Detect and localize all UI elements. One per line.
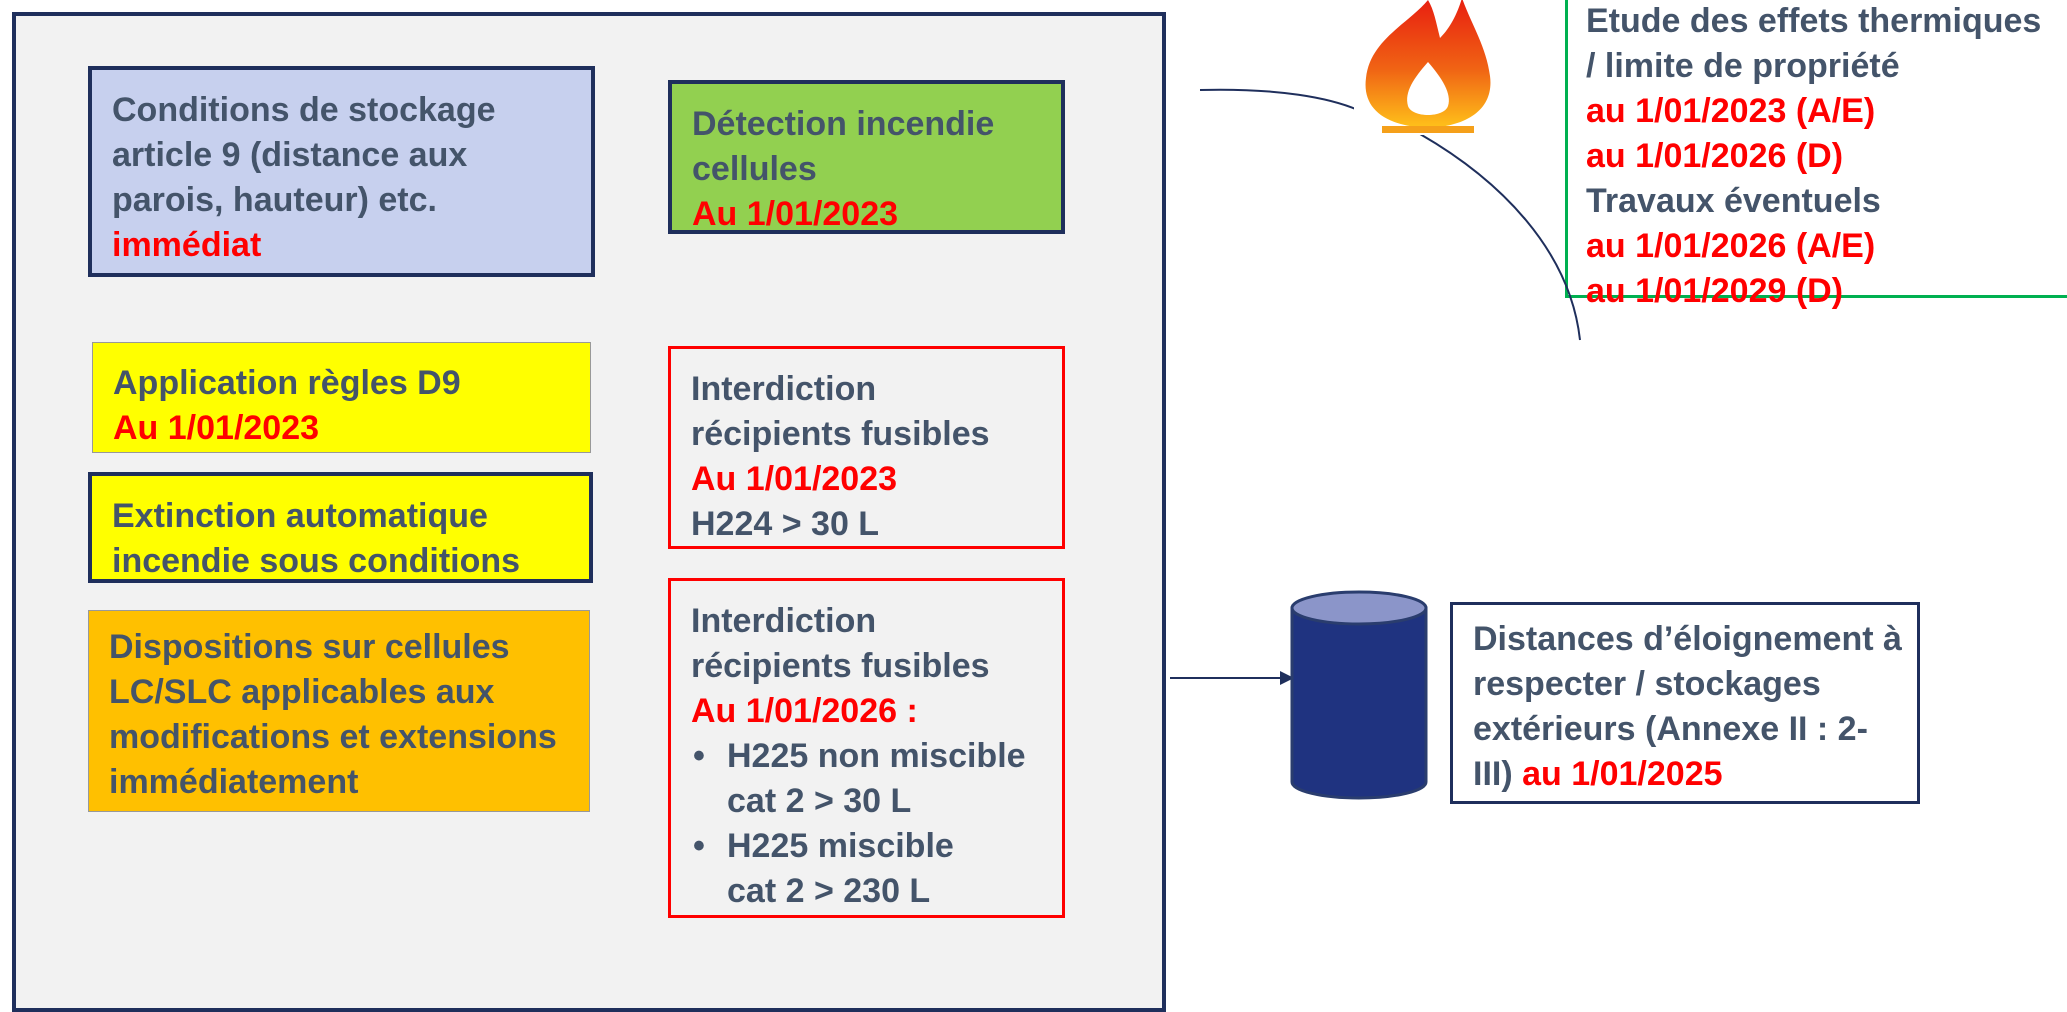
thermal-line-2: / limite de propriété bbox=[1586, 47, 1900, 85]
connector-line bbox=[1199, 88, 1359, 111]
ban-2026-item-1-line1: H225 non miscible bbox=[727, 737, 1026, 775]
auto-extinction-box: Extinction automatique incendie sous con… bbox=[88, 472, 593, 583]
d9-rules-text: Application règles D9 bbox=[113, 364, 461, 402]
ban-2026-item-2-line2: cat 2 > 230 L bbox=[727, 872, 931, 910]
exterior-storage-distances-box: Distances d’éloignement à respecter / st… bbox=[1450, 602, 1920, 804]
thermal-date-2: au 1/01/2026 (D) bbox=[1586, 137, 1844, 175]
ban-2026-text: Interdiction récipients fusibles bbox=[691, 602, 990, 685]
arrow-head bbox=[1280, 671, 1294, 685]
thermal-line-3: Travaux éventuels bbox=[1586, 182, 1881, 220]
storage-conditions-deadline: immédiat bbox=[112, 226, 262, 264]
list-item: H225 non miscible cat 2 > 30 L bbox=[693, 734, 1044, 824]
d9-rules-box: Application règles D9 Au 1/01/2023 bbox=[92, 342, 591, 453]
fire-detection-deadline: Au 1/01/2023 bbox=[692, 195, 899, 233]
fire-detection-box: Détection incendie cellules Au 1/01/2023 bbox=[668, 80, 1065, 234]
fusible-container-ban-2023-box: Interdiction récipients fusibles Au 1/01… bbox=[668, 346, 1065, 549]
ban-2023-detail: H224 > 30 L bbox=[691, 505, 880, 543]
lc-slc-box: Dispositions sur cellules LC/SLC applica… bbox=[88, 610, 590, 812]
list-item: H225 miscible cat 2 > 230 L bbox=[693, 824, 1044, 914]
storage-conditions-text: Conditions de stockage article 9 (distan… bbox=[112, 91, 496, 219]
thermal-date-4: au 1/01/2029 (D) bbox=[1586, 272, 1844, 310]
storage-conditions-box: Conditions de stockage article 9 (distan… bbox=[88, 66, 595, 277]
thermal-effects-box: Etude des effets thermiques / limite de … bbox=[1565, 0, 2067, 310]
ban-2023-text: Interdiction récipients fusibles bbox=[691, 370, 990, 453]
thermal-date-1: au 1/01/2023 (A/E) bbox=[1586, 92, 1876, 130]
fusible-container-ban-2026-box: Interdiction récipients fusibles Au 1/01… bbox=[668, 578, 1065, 918]
ban-2023-deadline: Au 1/01/2023 bbox=[691, 460, 898, 498]
auto-extinction-text: Extinction automatique incendie sous con… bbox=[112, 497, 521, 580]
thermal-line-1: Etude des effets thermiques bbox=[1586, 2, 2042, 40]
distances-deadline: au 1/01/2025 bbox=[1522, 755, 1723, 793]
distances-text: Distances d’éloignement à respecter / st… bbox=[1473, 620, 1902, 793]
fire-icon bbox=[1354, 0, 1504, 135]
ban-2026-deadline: Au 1/01/2026 : bbox=[691, 692, 918, 730]
storage-tank-icon bbox=[1290, 590, 1428, 800]
d9-rules-deadline: Au 1/01/2023 bbox=[113, 409, 320, 447]
ban-2026-item-1-line2: cat 2 > 30 L bbox=[727, 782, 912, 820]
ban-2026-list: H225 non miscible cat 2 > 30 L H225 misc… bbox=[691, 734, 1044, 914]
connector-curve bbox=[1419, 133, 1581, 341]
ban-2026-item-2-line1: H225 miscible bbox=[727, 827, 954, 865]
thermal-date-3: au 1/01/2026 (A/E) bbox=[1586, 227, 1876, 265]
fire-detection-text: Détection incendie cellules bbox=[692, 105, 995, 188]
lc-slc-text: Dispositions sur cellules LC/SLC applica… bbox=[109, 628, 557, 801]
